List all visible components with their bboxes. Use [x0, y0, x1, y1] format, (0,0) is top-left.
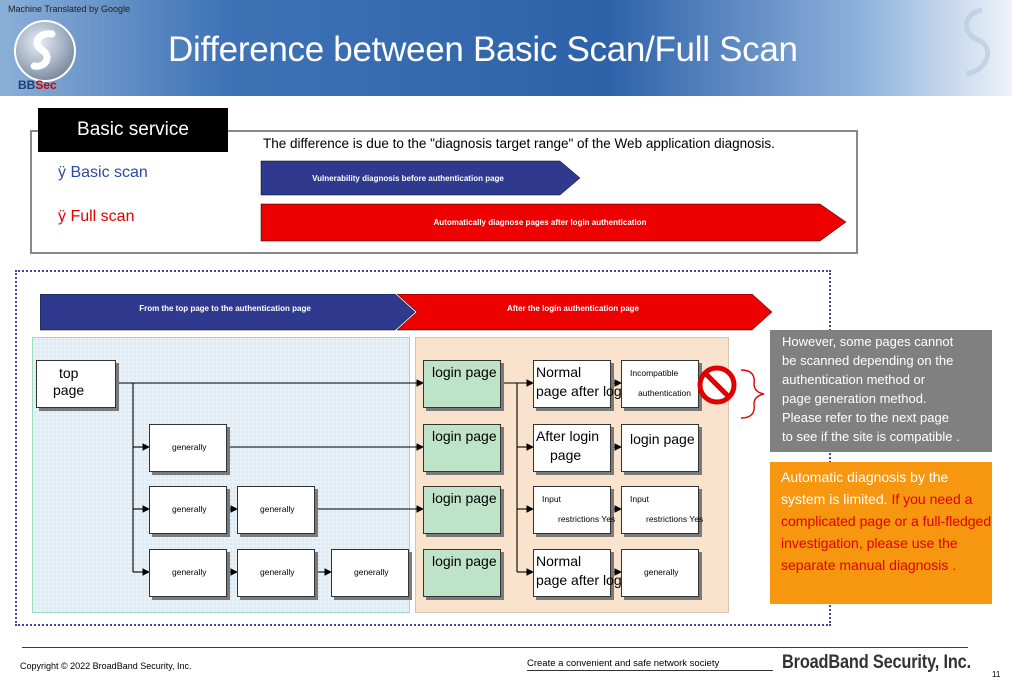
manual-diagnosis-note: Automatic diagnosis by the system is lim… [770, 462, 992, 604]
generally-node: generally [331, 549, 409, 597]
right-header-text: After the login authentication page [507, 304, 640, 313]
login-page-node: login page [423, 424, 501, 472]
page-title: Difference between Basic Scan/Full Scan [168, 30, 798, 69]
right-header-arrow [396, 294, 773, 331]
generally-node: generally [149, 549, 227, 597]
after-login-page-node: After login page [533, 424, 611, 472]
generally-node: generally [621, 549, 699, 597]
footer-divider [22, 647, 968, 648]
login-page-node: login page [423, 360, 501, 408]
generally-node: generally [237, 486, 315, 534]
logo-text: BBSec [18, 78, 57, 92]
title-banner [0, 0, 1012, 96]
flow-header-arrows: From the top page to the authentication … [40, 294, 773, 331]
machine-translated-notice: Machine Translated by Google [8, 4, 131, 14]
full-scan-arrow [260, 203, 847, 242]
decorative-swirl-icon [964, 7, 990, 77]
left-header-arrow [40, 294, 416, 331]
prohibited-icon [697, 365, 737, 405]
login-page-node: login page [423, 486, 501, 534]
full-scan-arrow-text: Automatically diagnose pages after login… [434, 218, 647, 227]
scan-range-arrows: Vulnerability diagnosis before authentic… [260, 160, 847, 242]
input-restrictions-node: Input restrictions Yes [533, 486, 615, 534]
copyright-text: Copyright © 2022 BroadBand Security, Inc… [20, 661, 192, 671]
bbsec-logo-icon [14, 20, 76, 82]
normal-page-after-login-node: Normal page after login [533, 360, 633, 408]
orange-note-limited-text: Automatic diagnosis by the system is lim… [781, 469, 949, 507]
generally-node: generally [149, 486, 227, 534]
company-name: BroadBand Security, Inc. [782, 652, 971, 673]
slogan-text: Create a convenient and safe network soc… [527, 658, 773, 671]
generally-node: generally [237, 549, 315, 597]
logo-swirl-icon [30, 30, 56, 70]
login-page-node: login page [621, 424, 699, 472]
normal-page-after-login-node: Normal page after login [533, 549, 633, 597]
basic-scan-arrow [260, 160, 581, 196]
orange-note-manual-text: If you need a complicated page or a full… [781, 491, 992, 573]
red-brace [740, 369, 765, 419]
basic-scan-label: ÿ Basic scan [58, 164, 148, 181]
generally-node: generally [149, 424, 227, 472]
incompatible-authentication-node: Incompatible authentication [621, 360, 699, 408]
full-scan-label: ÿ Full scan [58, 208, 135, 225]
difference-description: The difference is due to the "diagnosis … [263, 136, 775, 151]
login-page-node: login page [423, 549, 501, 597]
basic-scan-arrow-text: Vulnerability diagnosis before authentic… [312, 174, 504, 183]
page-number: 11 [992, 670, 1001, 679]
basic-service-box [30, 130, 858, 254]
input-restrictions-node: Input restrictions Yes [621, 486, 703, 534]
compatibility-note: However, some pages cannot be scanned de… [770, 330, 992, 452]
basic-service-label: Basic service [38, 108, 228, 152]
left-header-text: From the top page to the authentication … [139, 304, 311, 313]
top-page-node: top page [36, 360, 116, 408]
